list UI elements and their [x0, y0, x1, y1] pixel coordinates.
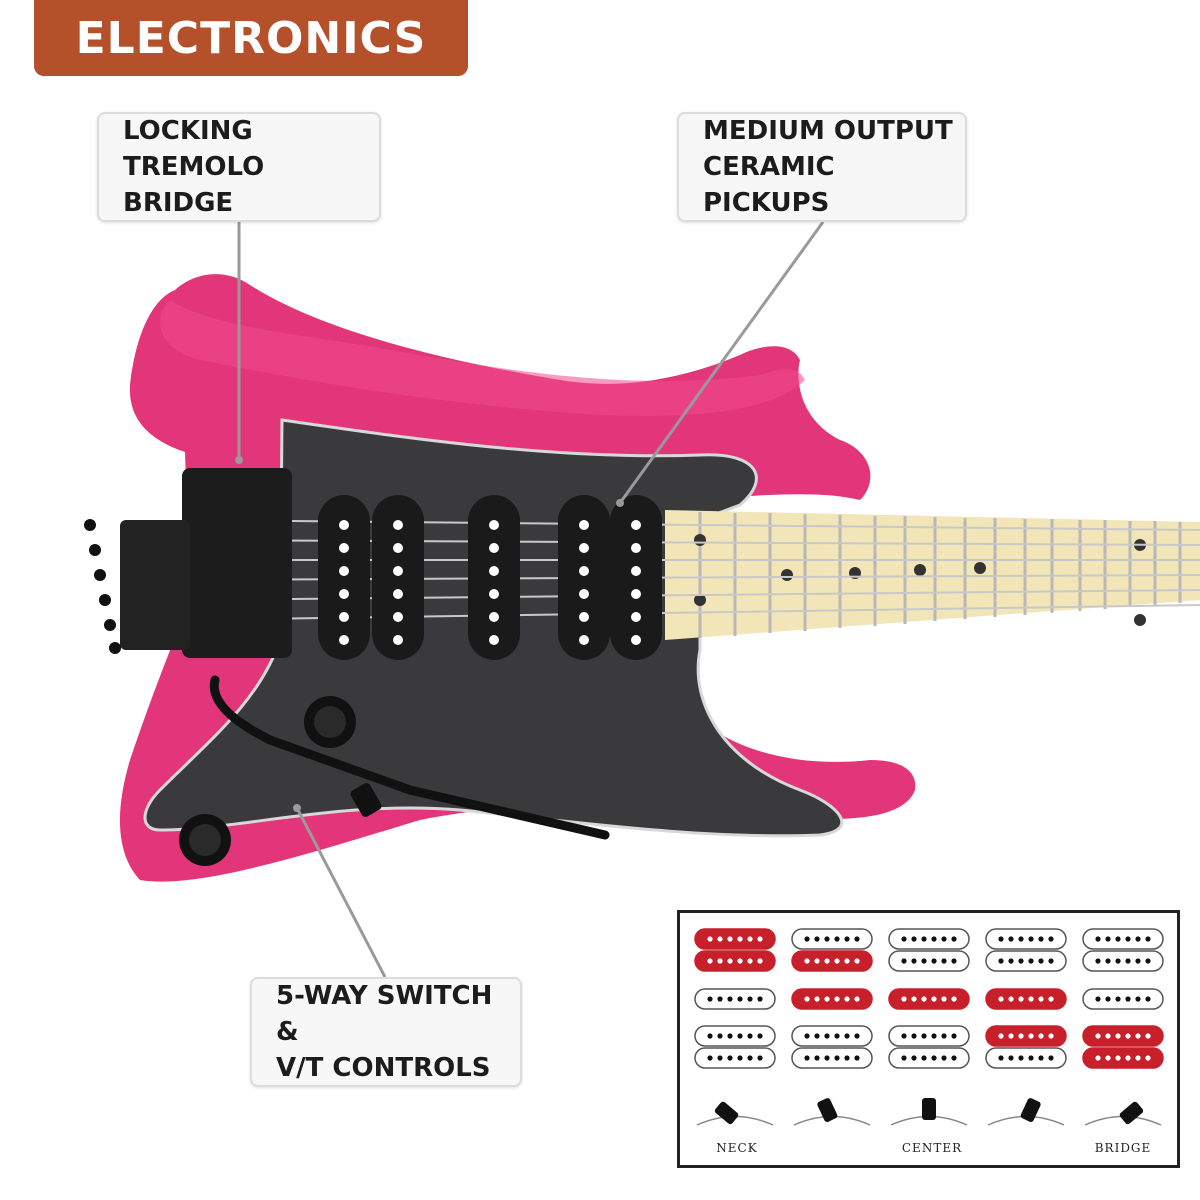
callout-switch: 5-WAY SWITCH & V/T CONTROLS — [250, 977, 522, 1087]
section-banner: ELECTRONICS — [34, 0, 468, 76]
tremolo-arm — [209, 675, 610, 840]
volume-knob — [304, 696, 356, 748]
callout-bridge-line2: TREMOLO BRIDGE — [123, 152, 265, 218]
neck-humbucker — [558, 495, 662, 660]
tremolo-bridge — [84, 468, 292, 658]
middle-single-coil — [468, 495, 520, 660]
position-label-neck: NECK — [716, 1141, 758, 1155]
callout-bridge-line1: LOCKING — [123, 116, 253, 146]
banner-title: ELECTRONICS — [75, 12, 427, 64]
callout-pickups: MEDIUM OUTPUT CERAMIC PICKUPS — [677, 112, 967, 222]
selector-switch — [350, 782, 382, 818]
tone-knob — [179, 814, 231, 866]
callout-pickups-line1: MEDIUM OUTPUT — [703, 116, 953, 146]
callout-switch-line1: 5-WAY SWITCH & — [276, 981, 493, 1047]
bridge-humbucker — [318, 495, 424, 660]
pole-pieces — [339, 520, 641, 645]
callout-switch-line2: V/T CONTROLS — [276, 1053, 491, 1083]
callout-bridge: LOCKING TREMOLO BRIDGE — [97, 112, 381, 222]
position-label-bridge: BRIDGE — [1094, 1141, 1152, 1155]
switch-position-diagram — [677, 910, 1180, 1168]
position-label-center: CENTER — [901, 1141, 963, 1155]
callout-pickups-line2: CERAMIC PICKUPS — [703, 152, 835, 218]
